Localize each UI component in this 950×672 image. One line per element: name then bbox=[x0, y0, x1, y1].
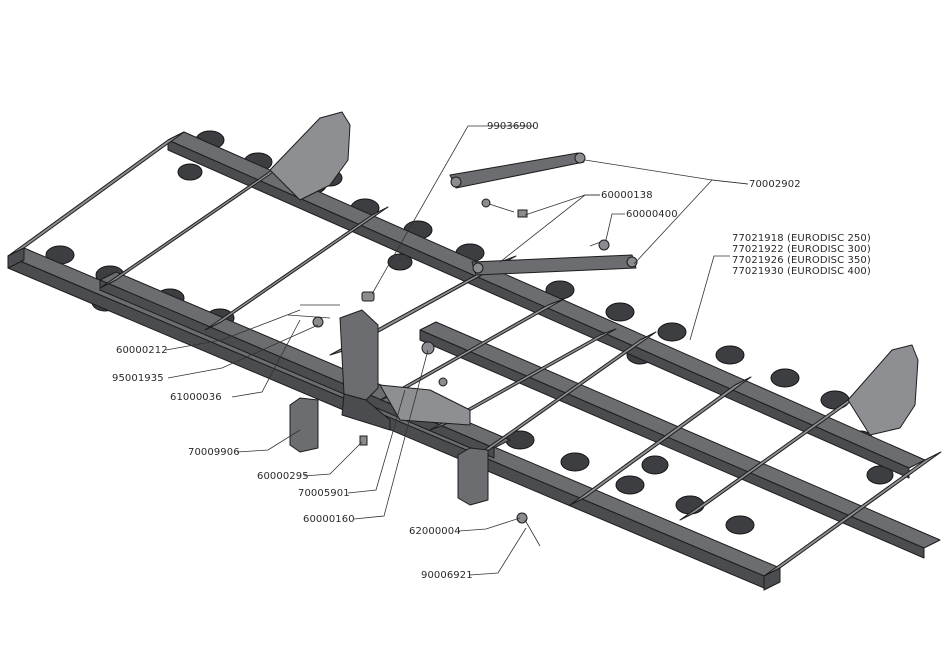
label-61000036: 61000036 bbox=[170, 392, 222, 403]
label-eurodisc-variants: 77021918 (EURODISC 250) 77021922 (EURODI… bbox=[732, 233, 871, 277]
label-95001935: 95001935 bbox=[112, 373, 164, 384]
label-70009906: 70009906 bbox=[188, 447, 240, 458]
frame-beams bbox=[8, 132, 941, 590]
label-90006921: 90006921 bbox=[421, 570, 473, 581]
label-60000138: 60000138 bbox=[601, 190, 653, 201]
label-60000295: 60000295 bbox=[257, 471, 309, 482]
label-60000160: 60000160 bbox=[303, 514, 355, 525]
label-77021918: 77021918 (EURODISC 250) bbox=[732, 233, 871, 244]
label-77021926: 77021926 (EURODISC 350) bbox=[732, 255, 871, 266]
label-62000004: 62000004 bbox=[409, 526, 461, 537]
label-60000400: 60000400 bbox=[626, 209, 678, 220]
label-99036900: 99036900 bbox=[487, 121, 539, 132]
label-70002902: 70002902 bbox=[749, 179, 801, 190]
label-70005901: 70005901 bbox=[298, 488, 350, 499]
label-77021922: 77021922 (EURODISC 300) bbox=[732, 244, 871, 255]
label-77021930: 77021930 (EURODISC 400) bbox=[732, 266, 871, 277]
label-60000212: 60000212 bbox=[116, 345, 168, 356]
